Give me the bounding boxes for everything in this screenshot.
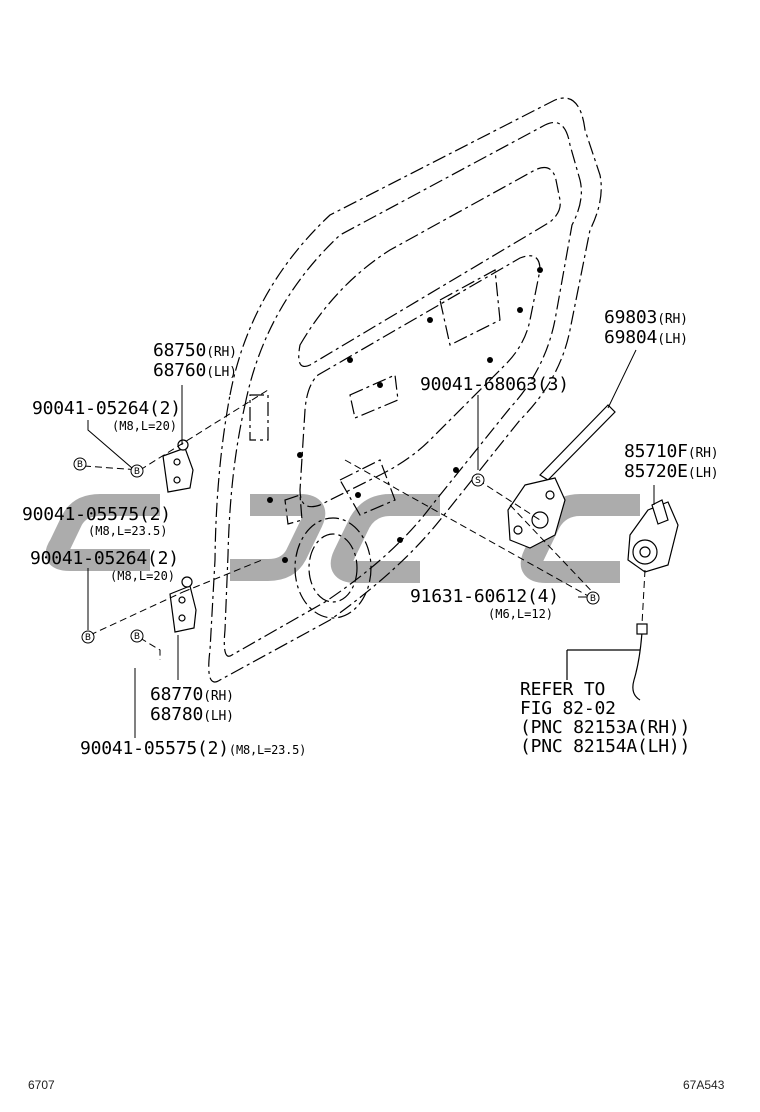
window-motor (627, 499, 679, 573)
callout-90041-05575-upper: 90041-05575(2) (22, 504, 171, 525)
fastener-marker-letters: B B B B S B (77, 460, 596, 643)
callout-68780: 68780(LH) (150, 704, 234, 725)
refer-line: (PNC 82154A(LH)) (520, 736, 691, 757)
bolt-marker: B (85, 633, 91, 643)
callout-85720E: 85720E(LH) (624, 461, 719, 482)
callout-90041-68063: 90041-68063(3) (420, 374, 569, 395)
bolt-marker: B (134, 632, 140, 642)
callout-90041-05264-lower-spec: (M8,L=20) (110, 569, 176, 583)
lower-hinge (169, 576, 197, 633)
callout-69804: 69804(LH) (604, 327, 688, 348)
refer-line: (PNC 82153A(RH)) (520, 717, 691, 738)
callout-90041-05264-upper: 90041-05264(2) (32, 398, 181, 419)
bolt-marker: B (590, 594, 596, 604)
dashed-leaders (83, 389, 646, 660)
callout-91631-60612: 91631-60612(4) (410, 586, 559, 607)
solid-leaders (87, 349, 655, 738)
window-regulator (507, 404, 616, 549)
callout-68760: 68760(LH) (153, 360, 237, 381)
refer-note: REFER TO FIG 82-02 (PNC 82153A(RH)) (PNC… (520, 680, 690, 756)
callout-90041-05264-lower: 90041-05264(2) (30, 548, 179, 569)
wire-harness (566, 623, 648, 701)
bolt-marker: B (77, 460, 83, 470)
callout-90041-05264-upper-spec: (M8,L=20) (112, 419, 178, 433)
callout-91631-60612-spec: (M6,L=12) (488, 607, 554, 621)
upper-hinge (162, 439, 194, 493)
callout-90041-05575-lower: 90041-05575(2)(M8,L=23.5) (80, 738, 307, 759)
door-holes (267, 267, 543, 563)
callout-68770: 68770(RH) (150, 684, 234, 705)
callout-90041-05575-upper-spec: (M8,L=23.5) (88, 524, 168, 538)
callout-85710F: 85710F(RH) (624, 441, 719, 462)
callout-69803: 69803(RH) (604, 307, 688, 328)
callout-68750: 68750(RH) (153, 340, 237, 361)
refer-line: REFER TO (520, 679, 606, 700)
screw-marker: S (475, 476, 481, 486)
footer-left-code: 6707 (28, 1078, 55, 1092)
door-panel (208, 97, 602, 683)
fastener-markers (73, 457, 600, 644)
bolt-marker: B (134, 467, 140, 477)
footer-right-code: 67A543 (683, 1078, 725, 1092)
refer-line: FIG 82-02 (520, 698, 616, 719)
